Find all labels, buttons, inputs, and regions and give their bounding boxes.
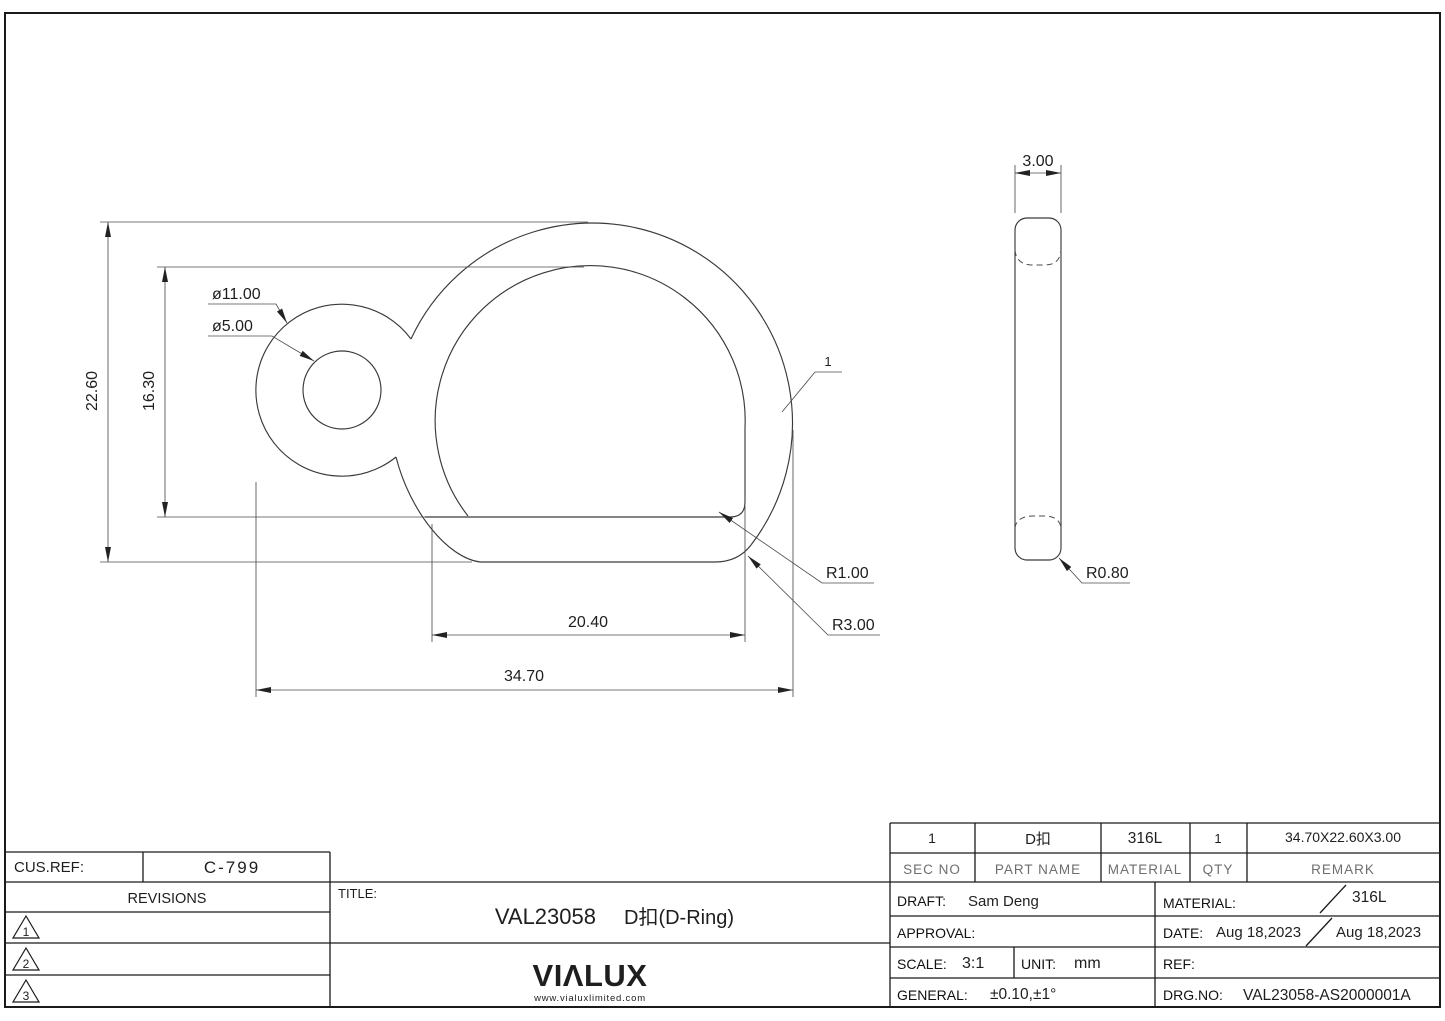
revision-number: 3 (23, 989, 30, 1003)
date-label: DATE: (1163, 925, 1203, 941)
unit-label: UNIT: (1021, 956, 1056, 972)
title-block-grid (5, 822, 1440, 1007)
leader-inner-corner-radius (718, 511, 874, 584)
balloon-leader (781, 371, 842, 413)
dim-inner-height: 16.30 (141, 371, 158, 411)
dim-inner-corner-radius: R1.00 (826, 565, 869, 582)
dim-overall-width: 34.70 (504, 668, 544, 685)
draft-label: DRAFT: (897, 893, 946, 909)
dim-outer-corner-radius: R3.00 (832, 617, 875, 634)
revisions-label: REVISIONS (128, 891, 207, 907)
dim-inner-width: 20.40 (568, 614, 608, 631)
part-qty: 1 (1214, 831, 1221, 846)
leader-outer-corner-radius (747, 555, 880, 636)
dim-overall-height: 22.60 (84, 371, 101, 411)
title-label: TITLE: (338, 886, 377, 901)
part-material: 316L (1128, 830, 1163, 847)
approval-label: APPROVAL: (897, 925, 975, 941)
revision-triangle-icon (11, 946, 41, 971)
balloon-number: 1 (824, 354, 831, 369)
drg-no-label: DRG.NO: (1163, 987, 1223, 1003)
dring-outer-arc (410, 222, 794, 546)
inner-right-side-r1 (729, 428, 746, 518)
date-field-slash (1305, 917, 1333, 947)
side-view: 3.00 R0.80 (1014, 153, 1130, 584)
general-value: ±0.10,±1° (990, 986, 1056, 1003)
col-header-remark: REMARK (1311, 862, 1375, 877)
material-label: MATERIAL: (1163, 895, 1236, 911)
general-label: GENERAL: (897, 987, 968, 1003)
side-profile-outline (1014, 217, 1062, 561)
ring-outer-arc (255, 303, 412, 477)
dim-ring-outer-dia: ø11.00 (212, 286, 261, 303)
ref-label: REF: (1163, 956, 1195, 972)
col-header-material: MATERIAL (1108, 862, 1183, 877)
revision-triangle-icon (11, 914, 41, 939)
ring-hole-circle (302, 350, 382, 430)
col-header-qty: QTY (1203, 862, 1234, 877)
draft-value: Sam Deng (968, 893, 1039, 910)
title-part-name: D扣(D-Ring) (624, 906, 734, 929)
scale-value: 3:1 (962, 955, 984, 972)
sheet-border (4, 12, 1441, 1008)
company-url: www.vialuxlimited.com (533, 993, 646, 1004)
title-block: CUS.REF: C-799 REVISIONS 1 2 3 TITLE: VA… (11, 829, 1421, 1004)
dring-inner-arc (434, 265, 746, 517)
hidden-line-bottom-section (1014, 515, 1062, 529)
material-value: 316L (1352, 889, 1387, 906)
cus-ref-value: C-799 (204, 858, 260, 877)
drg-no-value: VAL23058-AS2000001A (1243, 987, 1411, 1004)
company-logo: VIΛLUX (533, 958, 648, 993)
part-name: D扣 (1025, 831, 1051, 848)
unit-value: mm (1074, 955, 1101, 972)
cus-ref-label: CUS.REF: (14, 859, 84, 876)
scale-label: SCALE: (897, 956, 947, 972)
revision-number: 2 (23, 957, 30, 971)
part-remark: 34.70X22.60X3.00 (1285, 829, 1401, 845)
revision-row-2: 2 (11, 946, 41, 971)
date-value-2: Aug 18,2023 (1336, 924, 1421, 941)
dim-thickness: 3.00 (1022, 153, 1053, 170)
part-sec-no: 1 (928, 830, 936, 846)
leader-ring-outer-dia (208, 303, 288, 324)
revision-row-3: 3 (11, 978, 41, 1003)
dim-edge-radius: R0.80 (1086, 565, 1129, 582)
title-part-number: VAL23058 (495, 904, 596, 929)
material-field-slash (1319, 884, 1347, 914)
revision-number: 1 (23, 925, 30, 939)
front-view-dimensions: 22.60 16.30 ø11.00 ø5.00 20.40 34.70 R1.… (84, 221, 880, 697)
col-header-sec-no: SEC NO (903, 862, 961, 877)
hidden-line-top-section (1014, 249, 1062, 266)
outer-corner-r3 (714, 544, 752, 563)
revision-triangle-icon (11, 978, 41, 1003)
revision-row-1: 1 (11, 914, 41, 939)
dim-ring-hole-dia: ø5.00 (212, 318, 253, 335)
front-view (255, 222, 794, 563)
date-value-1: Aug 18,2023 (1216, 924, 1301, 941)
leader-ring-hole-dia (208, 335, 315, 362)
col-header-part-name: PART NAME (995, 862, 1081, 877)
outer-left-fillet (395, 456, 481, 563)
leader-edge-radius (1058, 557, 1130, 584)
